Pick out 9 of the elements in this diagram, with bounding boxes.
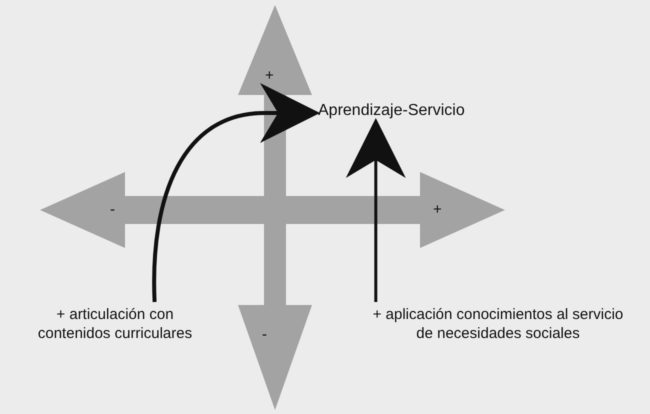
plus-sign: + bbox=[265, 66, 274, 85]
axis-caption: + aplicación conocimientos al servicio de necesidades sociales bbox=[368, 305, 628, 343]
plus-sign: + bbox=[433, 200, 442, 219]
axis-caption: + articulación con contenidos curriculares bbox=[25, 305, 205, 343]
arrow bbox=[152, 83, 320, 302]
arrow bbox=[346, 118, 406, 302]
minus-sign: - bbox=[262, 325, 267, 344]
minus-sign: - bbox=[110, 200, 115, 219]
diagram-heading: Aprendizaje-Servicio bbox=[318, 102, 465, 120]
